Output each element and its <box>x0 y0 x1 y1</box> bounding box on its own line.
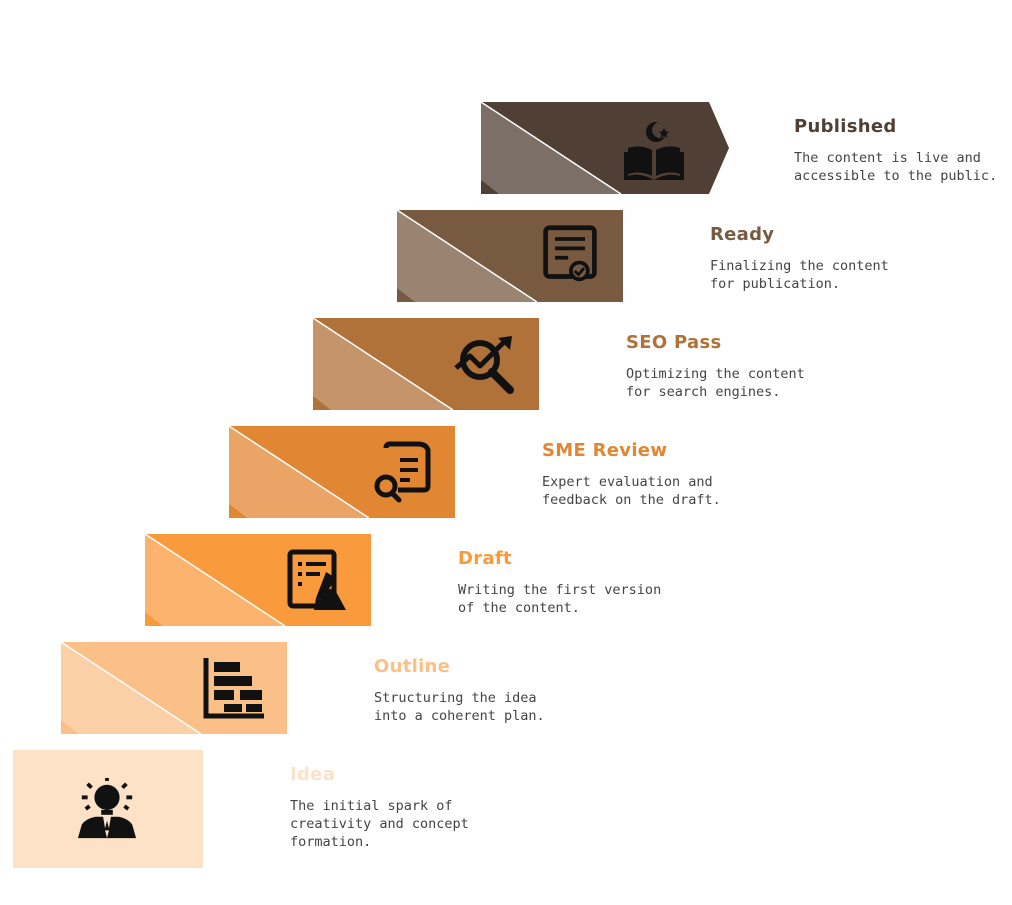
step-block-idea <box>13 750 203 868</box>
step-title: Draft <box>458 548 512 569</box>
step-block-outline <box>60 641 287 735</box>
step-block-sme-review <box>228 425 455 519</box>
step-description: The content is live and accessible to th… <box>794 150 998 184</box>
step-block-ready <box>396 209 623 303</box>
step-description: Expert evaluation and feedback on the dr… <box>542 474 721 508</box>
step-description: Structuring the idea into a coherent pla… <box>374 690 545 724</box>
step-description: Finalizing the content for publication. <box>710 258 889 292</box>
step-title: Outline <box>374 656 451 677</box>
step-description: The initial spark of creativity and conc… <box>290 798 469 850</box>
step-block-seo-pass <box>312 317 539 411</box>
step-block-draft <box>144 533 371 627</box>
step-title: SME Review <box>542 440 668 461</box>
step-block-published <box>480 101 729 195</box>
step-title: SEO Pass <box>626 332 722 353</box>
step-description: Optimizing the content for search engine… <box>626 366 805 400</box>
step-title: Idea <box>290 764 336 785</box>
step-title: Ready <box>710 224 775 245</box>
step-title: Published <box>794 116 897 137</box>
step-description: Writing the first version of the content… <box>458 582 662 616</box>
